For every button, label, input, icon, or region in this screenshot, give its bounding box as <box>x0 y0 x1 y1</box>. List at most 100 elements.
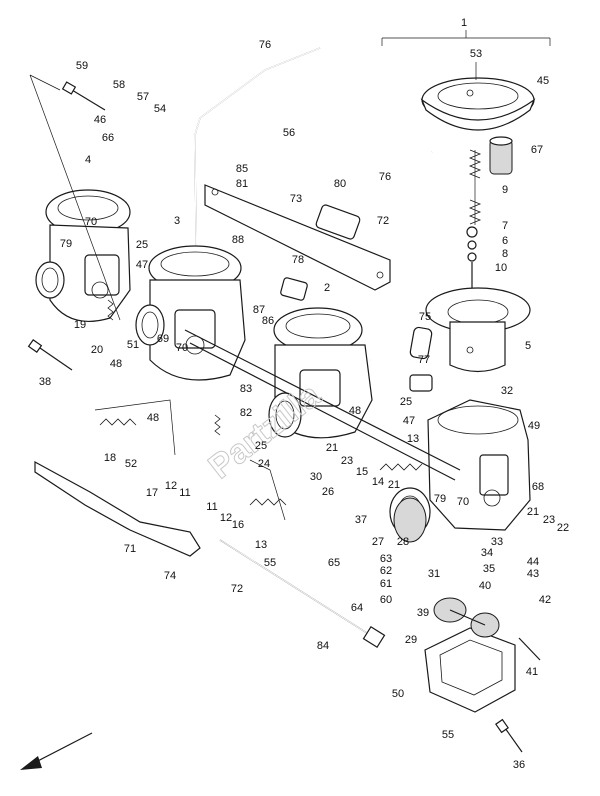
part-label-73: 73 <box>290 193 302 205</box>
part-label-30: 30 <box>310 471 322 483</box>
part-label-25: 25 <box>255 440 267 452</box>
part-label-12: 12 <box>220 512 232 524</box>
part-label-51: 51 <box>127 339 139 351</box>
part-label-10: 10 <box>495 262 507 274</box>
part-label-82: 82 <box>240 407 252 419</box>
part-label-27: 27 <box>372 536 384 548</box>
part-label-57: 57 <box>137 91 149 103</box>
part-label-22: 22 <box>557 522 569 534</box>
front-arrow-icon <box>20 732 93 770</box>
part-label-79: 79 <box>434 493 446 505</box>
part-label-68: 68 <box>532 481 544 493</box>
part-label-29: 29 <box>405 634 417 646</box>
part-label-18: 18 <box>104 452 116 464</box>
part-label-17: 17 <box>146 487 158 499</box>
part-label-74: 74 <box>164 570 176 582</box>
part-label-70: 70 <box>85 216 97 228</box>
part-label-33: 33 <box>491 536 503 548</box>
carburetor-2 <box>268 307 373 439</box>
part-label-23: 23 <box>543 514 555 526</box>
part-label-16: 16 <box>232 519 244 531</box>
part-label-40: 40 <box>479 580 491 592</box>
part-label-70: 70 <box>457 496 469 508</box>
part-label-78: 78 <box>292 254 304 266</box>
carburetor-3 <box>135 245 246 381</box>
part-label-76: 76 <box>379 171 391 183</box>
part-label-36: 36 <box>513 759 525 771</box>
part-label-24: 24 <box>258 458 270 470</box>
part-label-35: 35 <box>483 563 495 575</box>
part-label-56: 56 <box>283 127 295 139</box>
carburetor-4 <box>29 74 131 322</box>
part-label-44: 44 <box>527 556 539 568</box>
part-label-72: 72 <box>231 583 243 595</box>
part-label-5: 5 <box>525 340 531 352</box>
part-label-84: 84 <box>317 640 329 652</box>
part-label-85: 85 <box>236 163 248 175</box>
part-label-49: 49 <box>528 420 540 432</box>
part-label-42: 42 <box>539 594 551 606</box>
part-label-67: 67 <box>531 144 543 156</box>
part-label-52: 52 <box>125 458 137 470</box>
part-label-58: 58 <box>113 79 125 91</box>
part-label-45: 45 <box>537 75 549 87</box>
part-label-15: 15 <box>356 466 368 478</box>
part-label-83: 83 <box>240 383 252 395</box>
part-label-53: 53 <box>470 48 482 60</box>
part-label-21: 21 <box>388 479 400 491</box>
part-label-32: 32 <box>501 385 513 397</box>
part-label-55: 55 <box>442 729 454 741</box>
part-label-3: 3 <box>174 215 180 227</box>
part-label-13: 13 <box>407 433 419 445</box>
part-label-11: 11 <box>206 501 217 513</box>
part-label-23: 23 <box>341 455 353 467</box>
part-label-11: 11 <box>179 487 190 499</box>
part-label-9: 9 <box>502 184 508 196</box>
part-label-70: 70 <box>176 342 188 354</box>
part-label-7: 7 <box>502 220 508 232</box>
part-label-28: 28 <box>397 536 409 548</box>
part-label-80: 80 <box>334 178 346 190</box>
piston-diaphragm-5 <box>425 287 531 373</box>
rail-71 <box>34 460 201 557</box>
part-label-48: 48 <box>110 358 122 370</box>
cover-28 <box>393 497 427 543</box>
assembly-bracket <box>381 30 551 46</box>
part-label-38: 38 <box>39 376 51 388</box>
part-label-59: 59 <box>76 60 88 72</box>
part-label-69: 69 <box>157 333 169 345</box>
part-label-41: 41 <box>526 666 538 678</box>
part-label-21: 21 <box>527 506 539 518</box>
part-label-47: 47 <box>403 415 415 427</box>
part-label-37: 37 <box>355 514 367 526</box>
spring-9 <box>468 149 482 225</box>
part-label-34: 34 <box>481 547 493 559</box>
part-label-25: 25 <box>136 239 148 251</box>
part-label-48: 48 <box>147 412 159 424</box>
part-label-4: 4 <box>85 154 91 166</box>
part-label-19: 19 <box>74 319 86 331</box>
part-label-87: 87 <box>253 304 265 316</box>
part-label-75: 75 <box>419 311 431 323</box>
part-label-26: 26 <box>322 486 334 498</box>
part-label-71: 71 <box>124 543 136 555</box>
part-label-46: 46 <box>94 114 106 126</box>
part-number-labels: 1234567891011111212131314151617181920212… <box>39 17 569 771</box>
part-label-79: 79 <box>60 238 72 250</box>
part-label-48: 48 <box>349 405 361 417</box>
part-label-60: 60 <box>380 594 392 606</box>
part-label-76: 76 <box>259 39 271 51</box>
rail-73 <box>204 184 391 291</box>
part-label-14: 14 <box>372 476 384 488</box>
part-label-20: 20 <box>91 344 103 356</box>
part-label-1: 1 <box>461 17 467 29</box>
part-label-21: 21 <box>326 442 338 454</box>
part-label-86: 86 <box>262 315 274 327</box>
part-label-39: 39 <box>417 607 429 619</box>
top-cap-53 <box>420 77 536 131</box>
part-label-63: 63 <box>380 553 392 565</box>
part-label-62: 62 <box>380 565 392 577</box>
part-label-55: 55 <box>264 557 276 569</box>
part-label-61: 61 <box>380 578 392 590</box>
